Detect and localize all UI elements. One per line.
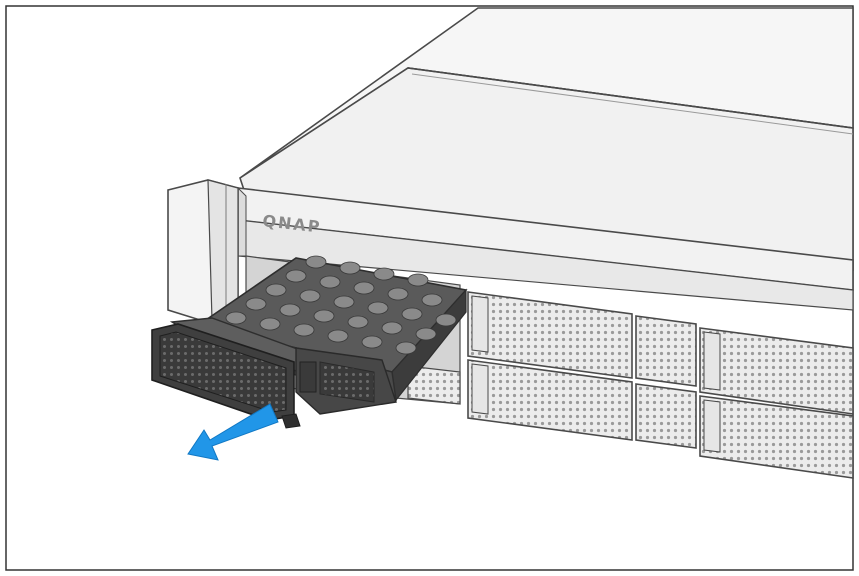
tray-hole [347,315,369,329]
tray-hole [401,307,423,321]
tray-hole [387,287,409,301]
tray-hole [381,321,403,335]
tray-ventilation-holes [225,255,457,355]
tray-hole [313,309,335,323]
tray-hole [353,281,375,295]
tray-hole [265,283,287,297]
drive-tray-mesh [467,291,633,379]
tray-hole [373,267,395,281]
tray-hole [339,261,361,275]
tray-hole [421,293,443,307]
tray-hole [367,301,389,315]
chassis: QNAP [167,7,854,321]
tray-hole [407,273,429,287]
tray-hole [361,335,383,349]
drive-tray-latch [635,315,697,387]
tray-hole [259,317,281,331]
extracted-drive-tray [151,255,468,429]
tray-hole [395,341,417,355]
tray-hole [415,327,437,341]
tray-hole [293,323,315,337]
tray-hole [333,295,355,309]
tray-hole [285,269,307,283]
tray-hole [319,275,341,289]
tray-hole [305,255,327,269]
tray-hole [435,313,457,327]
tray-hole [279,303,301,317]
drive-tray-mesh [699,395,854,479]
tray-hole [327,329,349,343]
drive-tray-mesh [699,327,854,415]
arrow-icon [187,403,279,461]
tray-hole [245,297,267,311]
tray-hole [299,289,321,303]
drive-tray-latch [635,383,697,449]
drive-tray-mesh [467,359,633,441]
tray-hole [225,311,247,325]
